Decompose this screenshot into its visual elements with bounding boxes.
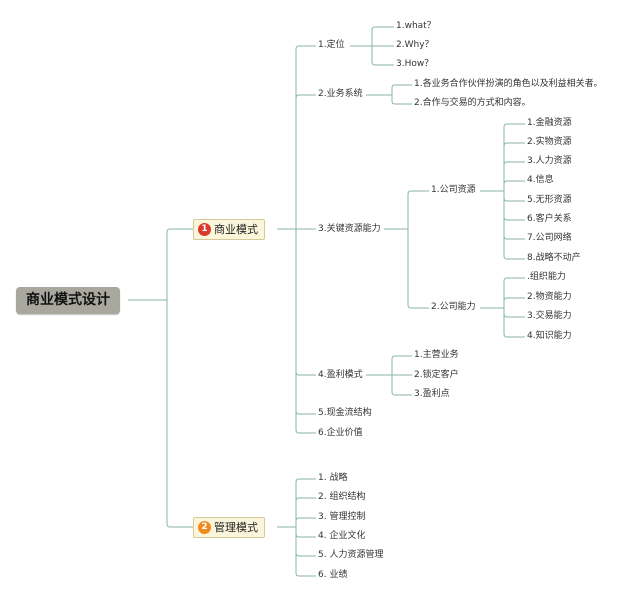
company-resources-connector-link-6 — [503, 191, 525, 240]
leaf-physical-resources[interactable]: 2.实物资源 — [527, 137, 572, 147]
branch-business-model[interactable]: 1 商业模式 — [193, 219, 265, 240]
leaf-intangible-resources[interactable]: 5.无形资源 — [527, 195, 572, 205]
leaf-information[interactable]: 4.信息 — [527, 175, 554, 185]
root-connector-link-0 — [166, 228, 193, 300]
leaf-organizational-capability[interactable]: .组织能力 — [527, 272, 566, 282]
branch-label: 商业模式 — [214, 223, 258, 236]
management-connector-link-4 — [295, 527, 316, 557]
resources-connector-link-1 — [407, 229, 429, 309]
leaf-financial-resources[interactable]: 1.金融资源 — [527, 118, 572, 128]
company-capabilities-connector-link-1 — [503, 297, 525, 308]
topic-cash-flow-structure[interactable]: 5.现金流结构 — [318, 408, 372, 418]
management-connector-link-5 — [295, 527, 316, 577]
system-connector-link-1 — [391, 95, 412, 105]
management-connector-link-2 — [295, 517, 316, 527]
company-resources-connector-link-2 — [503, 161, 525, 191]
topic-strategy[interactable]: 1. 战略 — [318, 473, 348, 483]
leaf-customer-relations[interactable]: 6.客户关系 — [527, 214, 572, 224]
company-capabilities-connector-link-2 — [503, 308, 525, 318]
profit-connector-link-0 — [391, 355, 412, 375]
leaf-cooperation-method[interactable]: 2.合作与交易的方式和内容。 — [414, 98, 531, 108]
company-resources-connector-link-3 — [503, 180, 525, 191]
leaf-knowledge-capability[interactable]: 4.知识能力 — [527, 331, 572, 341]
company-resources-connector-link-7 — [503, 191, 525, 260]
leaf-partner-roles[interactable]: 1.各业务合作伙伴扮演的角色以及利益相关者。 — [414, 79, 603, 89]
root-node[interactable]: 商业模式设计 — [16, 287, 120, 314]
leaf-company-network[interactable]: 7.公司网络 — [527, 233, 572, 243]
business-connector-link-1 — [295, 94, 316, 229]
root-connector-link-1 — [166, 300, 193, 528]
business-connector-link-0 — [295, 45, 316, 229]
topic-profit-model[interactable]: 4.盈利模式 — [318, 370, 363, 380]
leaf-locked-customers[interactable]: 2.锁定客户 — [414, 370, 459, 380]
company-resources-connector-link-0 — [503, 123, 525, 191]
company-resources-connector-link-5 — [503, 191, 525, 221]
number-badge-2: 2 — [198, 521, 211, 534]
system-connector-link-0 — [391, 84, 412, 95]
company-capabilities-connector-link-0 — [503, 277, 525, 308]
branch-label: 管理模式 — [214, 521, 258, 534]
topic-performance[interactable]: 6. 业绩 — [318, 570, 348, 580]
topic-hr-management[interactable]: 5. 人力资源管理 — [318, 550, 384, 560]
leaf-how[interactable]: 3.How？ — [396, 59, 434, 69]
leaf-why[interactable]: 2.Why？ — [396, 40, 434, 50]
leaf-main-business[interactable]: 1.主营业务 — [414, 350, 459, 360]
subtopic-company-capabilities[interactable]: 2.公司能力 — [431, 302, 476, 312]
topic-corporate-culture[interactable]: 4. 企业文化 — [318, 531, 366, 541]
leaf-strategic-real-estate[interactable]: 8.战略不动产 — [527, 253, 581, 263]
resources-connector-link-0 — [407, 190, 429, 229]
business-connector-link-4 — [295, 229, 316, 415]
leaf-profit-point[interactable]: 3.盈利点 — [414, 389, 450, 399]
business-connector-link-5 — [295, 229, 316, 434]
topic-management-control[interactable]: 3. 管理控制 — [318, 512, 366, 522]
management-connector-link-3 — [295, 527, 316, 538]
company-resources-connector-link-4 — [503, 191, 525, 202]
leaf-transaction-capability[interactable]: 3.交易能力 — [527, 311, 572, 321]
company-resources-connector-link-1 — [503, 142, 525, 191]
positioning-connector-link-0 — [371, 26, 394, 46]
positioning-connector-link-2 — [371, 46, 394, 66]
topic-enterprise-value[interactable]: 6.企业价值 — [318, 428, 363, 438]
management-connector-link-0 — [295, 478, 316, 527]
leaf-what[interactable]: 1.what？ — [396, 21, 436, 31]
profit-connector-link-2 — [391, 375, 412, 396]
management-connector-link-1 — [295, 497, 316, 527]
leaf-material-capability[interactable]: 2.物资能力 — [527, 292, 572, 302]
subtopic-company-resources[interactable]: 1.公司资源 — [431, 185, 476, 195]
branch-management-model[interactable]: 2 管理模式 — [193, 517, 265, 538]
business-connector-link-3 — [295, 229, 316, 376]
topic-positioning[interactable]: 1.定位 — [318, 40, 345, 50]
number-badge-1: 1 — [198, 223, 211, 236]
topic-organization-structure[interactable]: 2. 组织结构 — [318, 492, 366, 502]
topic-business-system[interactable]: 2.业务系统 — [318, 89, 363, 99]
company-capabilities-connector-link-3 — [503, 308, 525, 338]
topic-key-resources[interactable]: 3.关键资源能力 — [318, 224, 381, 234]
leaf-human-resources[interactable]: 3.人力资源 — [527, 156, 572, 166]
